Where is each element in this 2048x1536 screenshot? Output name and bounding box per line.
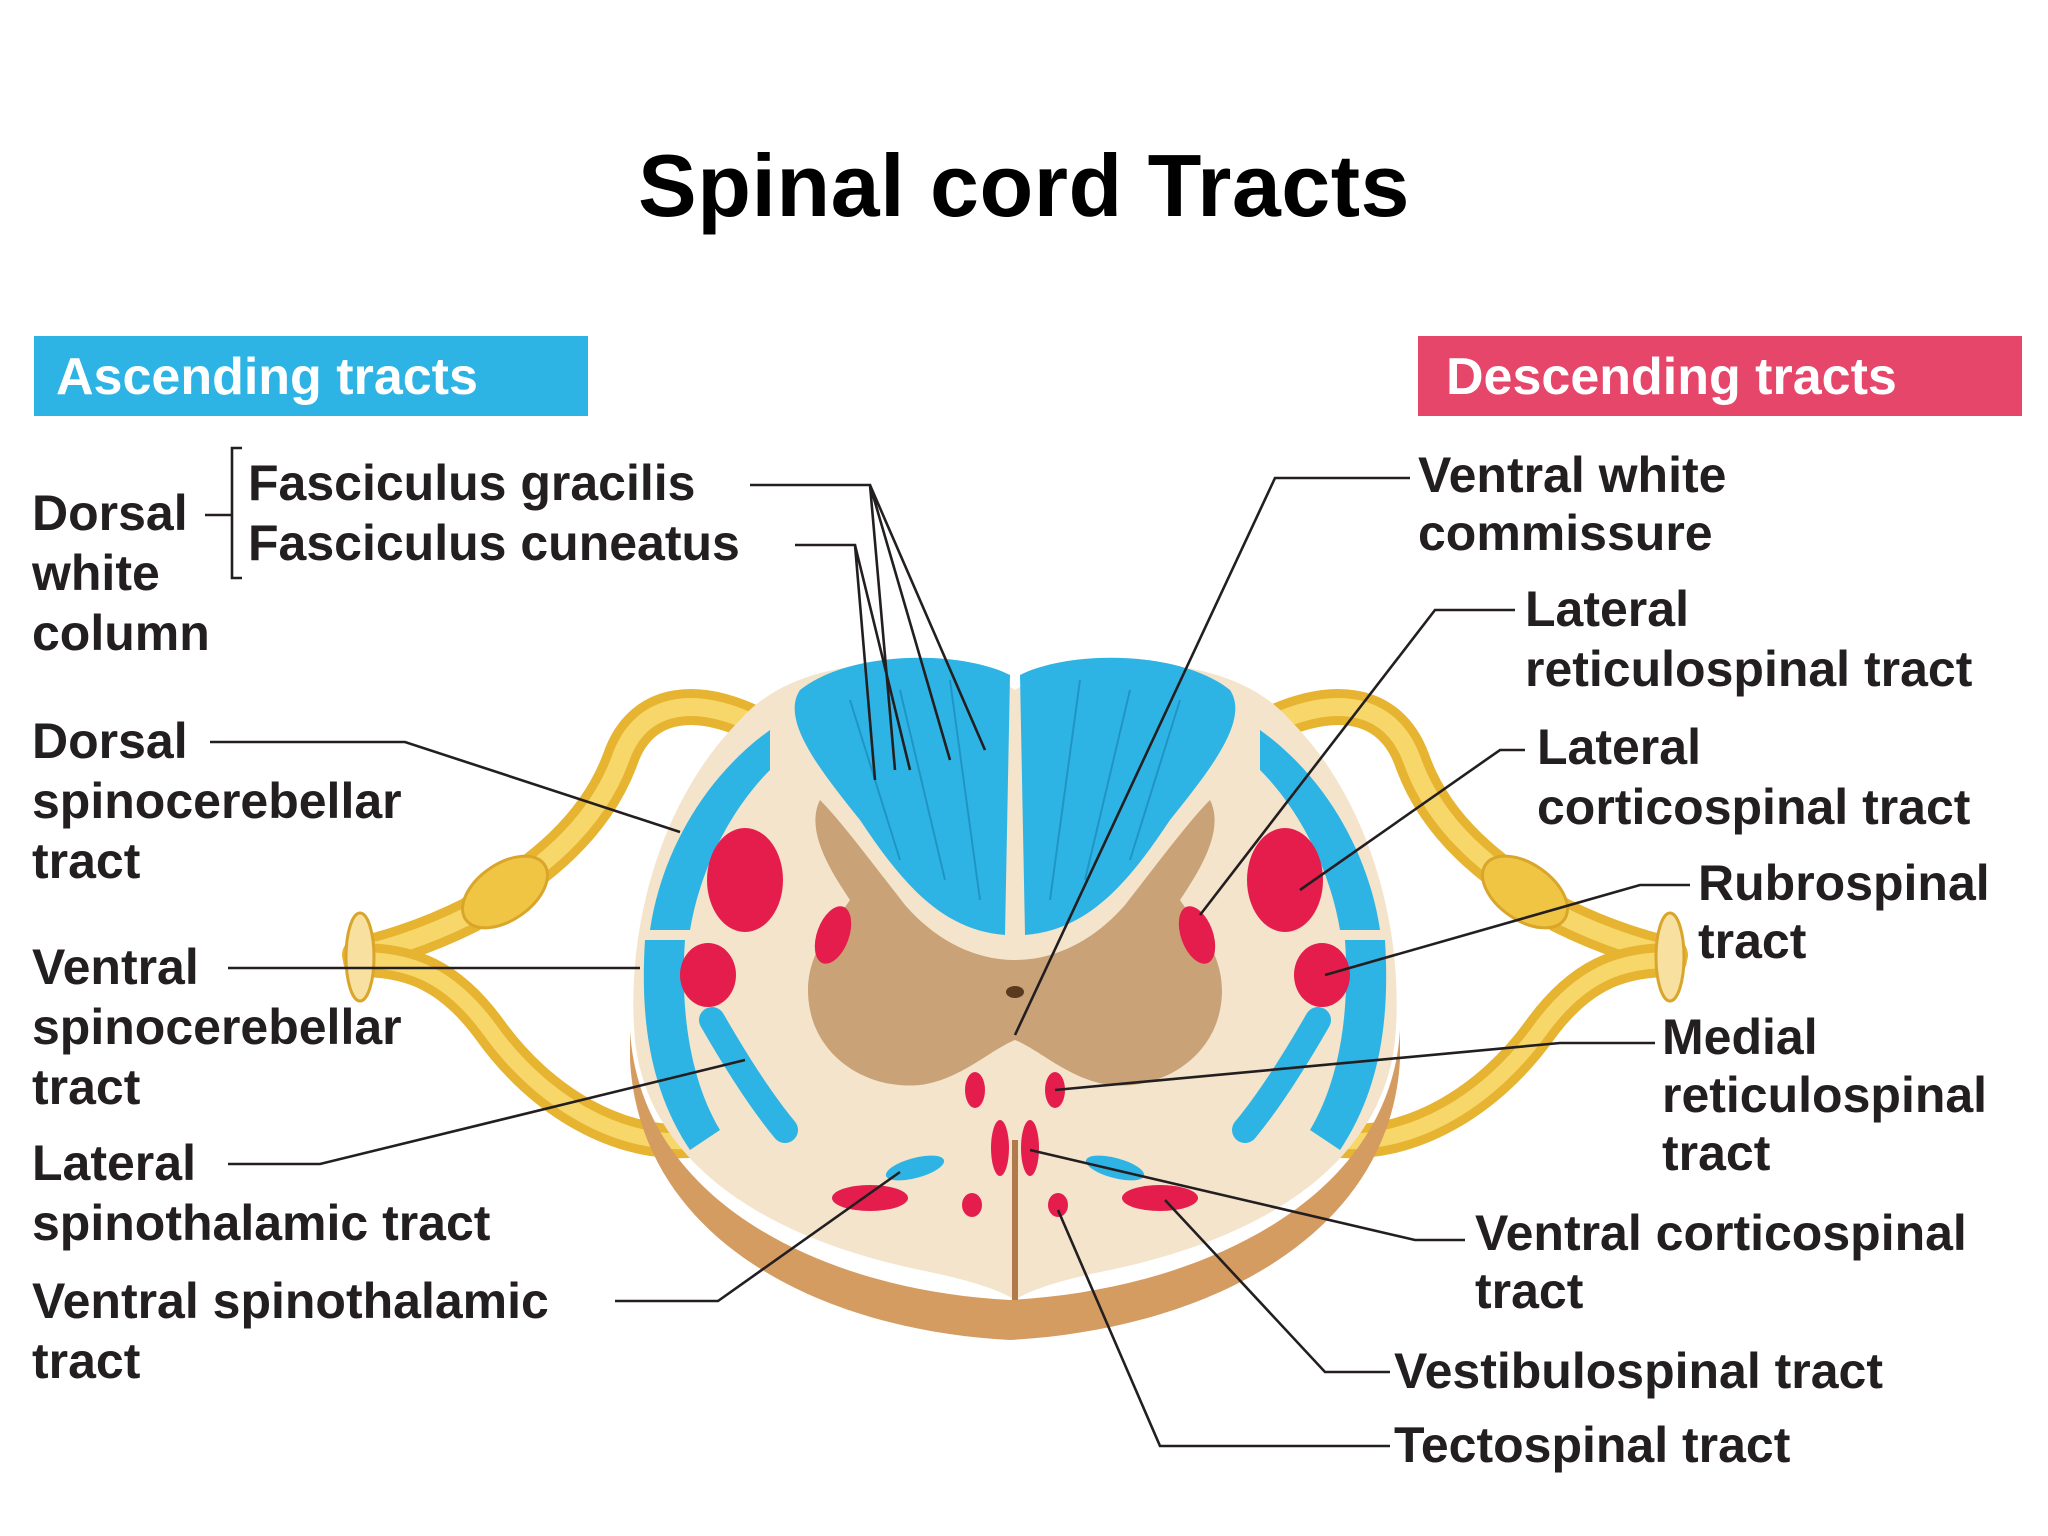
dorsal-column-streaks [849, 679, 1181, 901]
lateral-corticospinal-right [1247, 828, 1323, 932]
nerve-root-left-dorsal-hl [351, 698, 784, 964]
dorsal-spinocerebellar-left [650, 730, 770, 930]
label-fasciculus-gracilis: Fasciculus gracilis [248, 455, 695, 511]
dorsal-root-ganglion-right [1481, 854, 1569, 930]
leader-vestibulospinal [1164, 1199, 1390, 1374]
descending-header: Descending tracts [1418, 336, 2022, 416]
label-lateral-corticospinal-2: corticospinal tract [1537, 779, 1971, 835]
vestibulospinal-right [1122, 1185, 1198, 1211]
nerve-root-right-ventral-hl [1322, 952, 1678, 1150]
ascending-header-text: Ascending tracts [56, 348, 478, 406]
rubrospinal-right [1294, 943, 1350, 1007]
nerve-root-right [1232, 689, 1688, 1159]
label-ventral-white-commissure-2: commissure [1418, 505, 1713, 561]
rubrospinal-left [680, 943, 736, 1007]
label-lateral-reticulospinal-2: reticulospinal tract [1525, 641, 1973, 697]
vestibulospinal-left [832, 1185, 908, 1211]
label-lateral-reticulospinal-1: Lateral [1525, 581, 1689, 637]
nerve-root-right-dorsal-hl [1241, 698, 1679, 964]
page-title: Spinal cord Tracts [638, 136, 1410, 235]
spinal-nerve-cut-right [1654, 911, 1686, 1003]
label-dorsal-white-column-1: Dorsal [32, 485, 188, 541]
label-ventral-corticospinal-2: tract [1475, 1263, 1584, 1319]
label-ventral-corticospinal-1: Ventral corticospinal [1475, 1205, 1967, 1261]
label-ventral-spinocerebellar-1: Ventral [32, 939, 199, 995]
lateral-spinothalamic-left [699, 1007, 798, 1143]
label-medial-reticulospinal-3: tract [1662, 1125, 1771, 1181]
leader-dorsal-white-column [205, 446, 242, 580]
central-canal [1006, 986, 1024, 998]
leader-lateral-corticospinal [1299, 748, 1525, 892]
descending-header-bg [1418, 336, 2022, 416]
label-fasciculus-cuneatus: Fasciculus cuneatus [248, 515, 740, 571]
medial-reticulospinal-left [965, 1072, 985, 1108]
label-ventral-spinocerebellar-3: tract [32, 1059, 141, 1115]
label-tectospinal: Tectospinal tract [1394, 1417, 1791, 1473]
streak-4 [1129, 699, 1181, 861]
dorsal-root-ganglion-left [461, 854, 549, 930]
leader-ventral-spinothalamic [615, 1170, 901, 1303]
label-dorsal-white-column-3: column [32, 605, 210, 661]
leader-tectospinal [1056, 1209, 1390, 1448]
streak-6 [1049, 679, 1081, 901]
ascending-header-bg [34, 336, 588, 416]
ventral-spinocerebellar-right [1310, 940, 1387, 1150]
label-lateral-spinothalamic-2: spinothalamic tract [32, 1195, 491, 1251]
ascending-labels: Dorsal white column Fasciculus gracilis … [31, 455, 740, 1389]
label-ventral-spinothalamic-1: Ventral spinothalamic [32, 1273, 549, 1329]
label-ventral-white-commissure-1: Ventral white [1418, 447, 1726, 503]
streak-5 [1084, 689, 1131, 881]
ventral-spinocerebellar-left [643, 940, 720, 1150]
leader-ventral-corticospinal [1029, 1148, 1465, 1242]
ascending-header: Ascending tracts [34, 336, 588, 416]
ventral-corticospinal-right [1021, 1120, 1039, 1176]
spinal-nerve-cut-left [344, 911, 376, 1003]
label-lateral-spinothalamic-1: Lateral [32, 1135, 196, 1191]
label-rubrospinal-2: tract [1698, 913, 1807, 969]
label-dorsal-spinocerebellar-1: Dorsal [32, 713, 188, 769]
leader-lines [205, 446, 1690, 1448]
leader-lateral-spinothalamic [228, 1058, 746, 1166]
dorsal-spinocerebellar-right [1260, 730, 1380, 930]
lateral-reticulospinal-right [1178, 906, 1216, 964]
label-dorsal-white-column-2: white [31, 545, 160, 601]
label-dorsal-spinocerebellar-3: tract [32, 833, 141, 889]
lateral-corticospinal-left [707, 828, 783, 932]
label-vestibulospinal: Vestibulospinal tract [1394, 1343, 1883, 1399]
label-ventral-spinocerebellar-2: spinocerebellar [32, 999, 402, 1055]
tectospinal-right [1048, 1193, 1068, 1217]
leader-ventral-white-commissure [1013, 476, 1410, 1036]
ventral-spinothalamic-left [885, 1155, 945, 1181]
ventral-corticospinal-left [991, 1120, 1009, 1176]
leader-dorsal-spinocerebellar [210, 740, 681, 834]
leader-rubrospinal [1324, 883, 1690, 977]
cord-cut-side [630, 1030, 1400, 1340]
descending-header-text: Descending tracts [1446, 348, 1897, 406]
label-rubrospinal-1: Rubrospinal [1698, 855, 1990, 911]
descending-labels: Ventral white commissure Lateral reticul… [1394, 447, 1990, 1473]
tectospinal-left [962, 1193, 982, 1217]
label-lateral-corticospinal-1: Lateral [1537, 719, 1701, 775]
label-dorsal-spinocerebellar-2: spinocerebellar [32, 773, 402, 829]
lateral-reticulospinal-left [814, 906, 852, 964]
streak-2 [899, 689, 946, 881]
label-medial-reticulospinal-1: Medial [1662, 1009, 1818, 1065]
leader-lateral-reticulospinal [1198, 608, 1515, 916]
grey-matter [808, 800, 1222, 1086]
spinal-cord-section [630, 657, 1400, 1340]
leader-medial-reticulospinal [1054, 1041, 1655, 1092]
label-ventral-spinothalamic-2: tract [32, 1333, 141, 1389]
lateral-spinothalamic-right [1232, 1007, 1331, 1143]
leader-fasciculus-cuneatus [795, 543, 912, 781]
label-medial-reticulospinal-2: reticulospinal [1662, 1067, 1987, 1123]
streak-3 [949, 679, 981, 901]
